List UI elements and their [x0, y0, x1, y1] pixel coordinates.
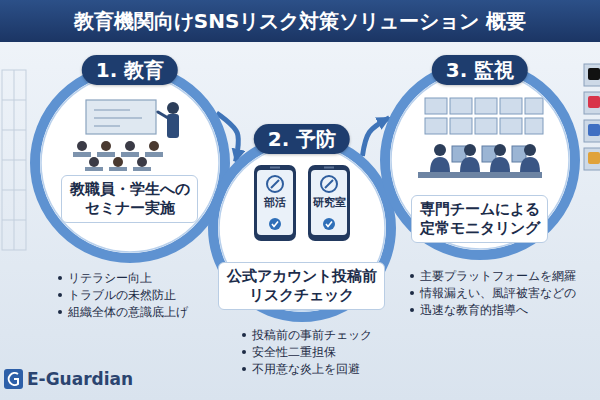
phase-heading: 1. 教育 [82, 55, 178, 85]
logo-icon [4, 369, 23, 389]
phase-heading: 2. 予防 [254, 124, 350, 154]
bullet-text: リテラシー向上 [68, 270, 152, 286]
bullet-item: 不用意な炎上を回避 [242, 361, 360, 377]
circle-grounds [32, 62, 578, 320]
bullet-text: 情報漏えい、風評被害などの [420, 285, 576, 301]
phase-circle: 1. 教育教職員・学生へのセミナー実施 [30, 63, 230, 263]
check-badge [323, 218, 335, 230]
bullet-dot [410, 308, 414, 312]
circle-ground [382, 62, 578, 258]
bullet-dot [242, 350, 246, 354]
phase-heading: 3. 監視 [432, 55, 528, 85]
check-badge [269, 218, 281, 230]
bullet-text: 不用意な炎上を回避 [252, 361, 360, 377]
phone-card: 部活 [253, 164, 297, 242]
box-text: 公式アカウント投稿前リスクチェック [225, 267, 378, 305]
bullet-dot [410, 274, 414, 278]
title-bar: 教育機関向けSNSリスク対策ソリューション 概要 [0, 0, 600, 42]
phone-notch [270, 167, 280, 169]
bullet-text: 組織全体の意識底上げ [68, 304, 188, 320]
ring-inner [41, 74, 219, 252]
bullet-text: 迅速な教育的指導へ [420, 302, 528, 318]
bullet-dot [58, 310, 62, 314]
circle-ground [32, 65, 228, 261]
bullet-dot [242, 367, 246, 371]
bullet-item: 迅速な教育的指導へ [410, 302, 528, 318]
bullet-item: 情報漏えい、風評被害などの [410, 285, 576, 301]
ring [213, 139, 391, 317]
monitoring-illustration [418, 98, 543, 178]
phone-notch [324, 167, 334, 169]
bullet-dot [410, 291, 414, 295]
ring-inner [391, 71, 569, 249]
building-sketch [2, 70, 26, 250]
brand-name: E-Guardian [27, 369, 133, 389]
process-box: 教職員・学生へのセミナー実施 [61, 175, 198, 223]
process-box: 公式アカウント投稿前リスクチェック [218, 262, 385, 310]
ring-inner [219, 145, 385, 311]
phone-icon [267, 176, 283, 192]
phase-circle: 2. 予防部活研究室公式アカウント投稿前リスクチェック [208, 134, 396, 322]
phone-icon [321, 176, 337, 192]
bullet-item: 組織全体の意識底上げ [58, 304, 188, 320]
bullet-text: 安全性二重担保 [252, 344, 336, 360]
phone-frame [254, 165, 296, 241]
brand-item: E-Guardian [27, 369, 133, 389]
phase-circle: 3. 監視専門チームによる定常モニタリング [380, 60, 580, 260]
bullet-text: 主要プラットフォームを網羅 [420, 268, 576, 284]
check-mark [326, 222, 332, 227]
phone-label: 研究室 [307, 196, 351, 210]
ring-outline [30, 63, 230, 263]
box-text: 教職員・学生へのセミナー実施 [68, 180, 191, 218]
phone-icon-mark [325, 180, 333, 188]
phone-card: 研究室 [307, 164, 351, 242]
check-mark [272, 222, 278, 227]
title-text: 教育機関向けSNSリスク対策ソリューション 概要 [74, 8, 527, 35]
bullet-text: トラブルの未然防止 [68, 287, 176, 303]
bullet-dot [242, 333, 246, 337]
bullet-text: 投稿前の事前チェック [252, 327, 372, 343]
bullet-item: 主要プラットフォームを網羅 [410, 268, 576, 284]
phone-icon-mark [271, 180, 279, 188]
bullet-dot [58, 276, 62, 280]
bullet-item: リテラシー向上 [58, 270, 152, 286]
ring [385, 65, 575, 255]
box-text: 専門チームによる定常モニタリング [418, 200, 541, 238]
process-box: 専門チームによる定常モニタリング [411, 195, 548, 243]
circle-ground [210, 136, 394, 320]
bullet-dot [58, 293, 62, 297]
phone-frame [308, 165, 350, 241]
ring [35, 68, 225, 258]
bullet-item: 投稿前の事前チェック [242, 327, 372, 343]
sns-monitor-wall [584, 64, 600, 170]
phone-label: 部活 [253, 196, 297, 210]
classroom-illustration [73, 100, 179, 171]
bullet-item: トラブルの未然防止 [58, 287, 176, 303]
bullet-item: 安全性二重担保 [242, 344, 336, 360]
